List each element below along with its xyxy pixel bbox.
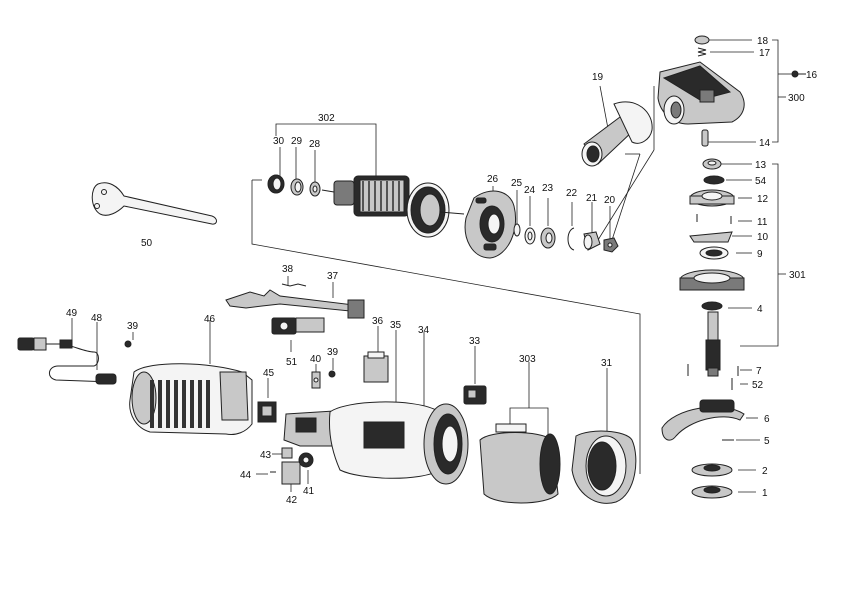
label-44: 44 bbox=[240, 470, 252, 481]
label-49: 49 bbox=[66, 308, 78, 319]
label-10: 10 bbox=[757, 232, 769, 243]
label-52: 52 bbox=[752, 380, 764, 391]
label-51: 51 bbox=[286, 357, 298, 368]
label-46: 46 bbox=[204, 314, 216, 325]
label-50: 50 bbox=[141, 238, 153, 249]
switch-rod-part bbox=[225, 283, 365, 319]
handle-housing-part bbox=[129, 363, 253, 435]
gear-housing-part bbox=[657, 61, 745, 125]
label-2: 2 bbox=[762, 466, 768, 477]
label-21: 21 bbox=[586, 193, 598, 204]
label-5: 5 bbox=[764, 436, 770, 447]
label-303: 303 bbox=[519, 354, 536, 365]
flanges-part bbox=[691, 463, 733, 499]
label-302: 302 bbox=[318, 113, 335, 124]
switch-part bbox=[271, 317, 325, 335]
label-33: 33 bbox=[469, 336, 481, 347]
label-13: 13 bbox=[755, 160, 767, 171]
end-ring-part bbox=[571, 430, 637, 504]
leader-lines bbox=[71, 39, 792, 493]
wheel-guard-part bbox=[661, 399, 745, 441]
capacitor-part bbox=[363, 351, 389, 383]
label-36: 36 bbox=[372, 316, 384, 327]
label-12: 12 bbox=[757, 194, 769, 205]
label-4: 4 bbox=[757, 304, 763, 315]
spindle-stack-part bbox=[679, 158, 745, 390]
label-31: 31 bbox=[601, 358, 613, 369]
label-11: 11 bbox=[757, 217, 768, 228]
label-39-right: 39 bbox=[327, 347, 339, 358]
power-cord-part bbox=[17, 337, 117, 385]
label-41: 41 bbox=[303, 486, 315, 497]
armature-rings-part bbox=[267, 174, 321, 197]
small-screws-part bbox=[124, 340, 336, 389]
label-17: 17 bbox=[759, 48, 771, 59]
label-18: 18 bbox=[757, 36, 769, 47]
label-6: 6 bbox=[764, 414, 770, 425]
label-1: 1 bbox=[762, 488, 768, 499]
label-45: 45 bbox=[263, 368, 275, 379]
clip-part bbox=[463, 385, 487, 405]
part-number-labels: 302 30 29 28 26 25 24 23 22 21 20 19 18 … bbox=[66, 36, 818, 506]
label-300: 300 bbox=[788, 93, 805, 104]
label-23: 23 bbox=[542, 183, 554, 194]
spanner-wrench-part bbox=[91, 182, 217, 225]
label-48: 48 bbox=[91, 313, 103, 324]
label-14: 14 bbox=[759, 138, 771, 149]
label-54: 54 bbox=[755, 176, 767, 187]
washers-part bbox=[513, 223, 556, 249]
label-28: 28 bbox=[309, 139, 321, 150]
label-26: 26 bbox=[487, 174, 499, 185]
label-9: 9 bbox=[757, 249, 763, 260]
motor-housing-part bbox=[283, 401, 469, 485]
label-38: 38 bbox=[282, 264, 294, 275]
label-39-left: 39 bbox=[127, 321, 139, 332]
label-22: 22 bbox=[566, 188, 578, 199]
label-35: 35 bbox=[390, 320, 402, 331]
label-37: 37 bbox=[327, 271, 339, 282]
brush-holder-part bbox=[257, 401, 277, 423]
label-16: 16 bbox=[806, 70, 818, 81]
label-42: 42 bbox=[286, 495, 298, 506]
label-30: 30 bbox=[273, 136, 285, 147]
label-34: 34 bbox=[418, 325, 430, 336]
label-20: 20 bbox=[604, 195, 616, 206]
label-43: 43 bbox=[260, 450, 272, 461]
label-25: 25 bbox=[511, 178, 523, 189]
side-handle-part bbox=[581, 101, 653, 167]
label-40: 40 bbox=[310, 354, 322, 365]
lock-button-part bbox=[694, 35, 806, 147]
label-19: 19 bbox=[592, 72, 604, 83]
label-24: 24 bbox=[524, 185, 536, 196]
pinion-nut-part bbox=[567, 227, 619, 253]
label-301: 301 bbox=[789, 270, 806, 281]
label-7: 7 bbox=[756, 366, 762, 377]
bearing-plate-part bbox=[464, 190, 516, 259]
armature-part bbox=[321, 175, 465, 238]
brush-parts-part bbox=[270, 447, 314, 485]
inner-housing-part bbox=[479, 423, 561, 504]
label-29: 29 bbox=[291, 136, 303, 147]
